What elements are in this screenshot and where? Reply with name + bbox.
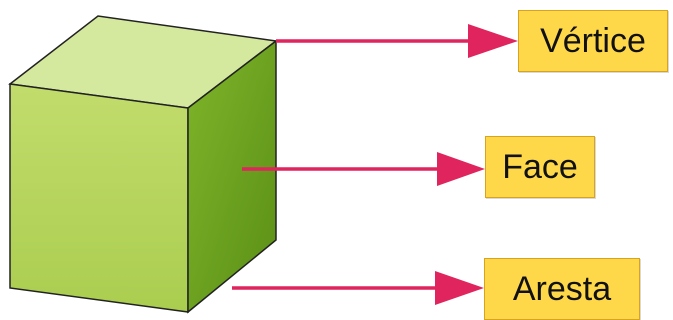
edge-arrow bbox=[232, 271, 484, 305]
edge-label: Aresta bbox=[484, 258, 640, 320]
face-arrow bbox=[242, 152, 485, 186]
vertex-label: Vértice bbox=[518, 10, 668, 72]
face-label: Face bbox=[485, 136, 595, 198]
vertex-arrow bbox=[276, 24, 518, 58]
cube-front-face bbox=[10, 84, 188, 312]
